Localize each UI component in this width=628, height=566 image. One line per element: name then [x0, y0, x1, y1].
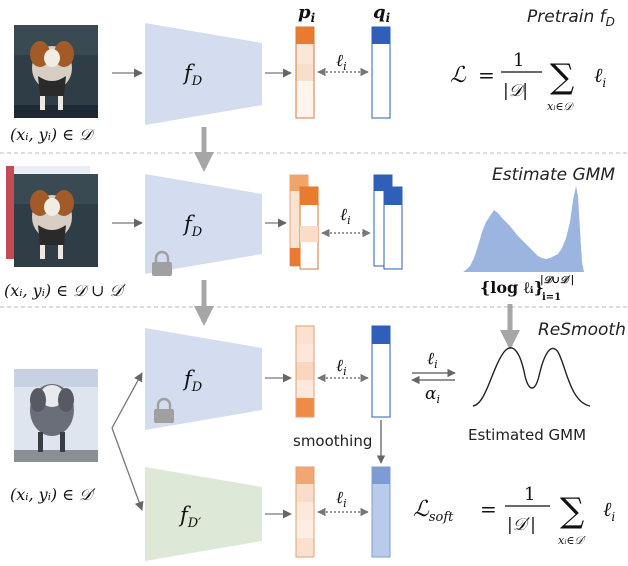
formula-soft-loss: ℒsoft = 1 |𝒟′| ∑ xᵢ∈𝒟′ ℓi — [413, 484, 615, 547]
encoder-label: fD — [182, 61, 203, 89]
encoder-label: fD′ — [178, 503, 201, 531]
dog-photo-stack — [6, 166, 98, 267]
dog-photo — [14, 25, 98, 118]
svg-text:ℒsoft: ℒsoft — [413, 497, 454, 525]
q-vector-resmooth — [371, 325, 391, 418]
dog-cat-photo — [14, 369, 98, 462]
svg-text:=: = — [480, 497, 497, 521]
loss-label: ℓi — [336, 488, 347, 510]
encoder-fd-frozen — [145, 328, 262, 430]
smoothing-label: smoothing — [293, 432, 372, 450]
svg-text:=: = — [478, 63, 495, 87]
svg-text:ℒ: ℒ — [450, 63, 467, 88]
encoder-label: fD — [182, 212, 203, 240]
lock-icon — [154, 397, 174, 423]
histogram-sub: i=1 — [542, 292, 561, 303]
loss-histogram — [463, 186, 584, 272]
histogram-label: {log ℓᵢ} — [480, 278, 544, 297]
arrow-input-to-fd — [111, 372, 143, 429]
svg-text:ℓi: ℓi — [603, 497, 615, 524]
svg-text:xᵢ∈𝒟: xᵢ∈𝒟 — [547, 100, 575, 113]
encoder-fd — [145, 23, 262, 125]
p-vector-student — [295, 466, 315, 558]
svg-text:xᵢ∈𝒟′: xᵢ∈𝒟′ — [558, 534, 586, 547]
stage-title-estimate: Estimate GMM — [492, 165, 615, 185]
exchange-loss-label: ℓi — [427, 349, 438, 371]
q-label: qi — [373, 2, 391, 25]
p-vector-stack — [289, 174, 319, 270]
svg-text:ℓi: ℓi — [594, 63, 606, 90]
arrow-input-to-fdprime — [111, 427, 144, 511]
caption-row3: (xᵢ, yᵢ) ∈ 𝒟′ — [10, 485, 96, 504]
svg-text:|𝒟|: |𝒟| — [503, 81, 528, 101]
loss-label: ℓi — [336, 356, 347, 378]
exchange-alpha-label: αi — [425, 384, 440, 406]
formula-pretrain-loss: ℒ = 1 |𝒟| ∑ xᵢ∈𝒟 ℓi — [450, 50, 606, 113]
stage-title-resmooth: ReSmooth — [538, 320, 626, 340]
stage-title-pretrain: Pretrain fD — [527, 7, 615, 29]
loss-label: ℓi — [336, 51, 347, 73]
gmm-label: Estimated GMM — [468, 426, 586, 444]
svg-text:|𝒟′|: |𝒟′| — [507, 515, 536, 535]
lock-icon — [152, 250, 172, 276]
encoder-label: fD — [182, 367, 203, 395]
q-vector-smoothed — [371, 466, 391, 558]
loss-label: ℓi — [340, 205, 351, 227]
svg-text:∑: ∑ — [560, 491, 584, 531]
encoder-fd-frozen — [145, 174, 262, 274]
encoder-fd-prime — [145, 467, 262, 561]
q-vector — [371, 26, 391, 119]
caption-row1: (xᵢ, yᵢ) ∈ 𝒟 — [10, 125, 95, 144]
svg-text:∑: ∑ — [550, 57, 574, 97]
histogram-sup: |𝒟∪𝒟′| — [540, 275, 574, 286]
caption-row2: (xᵢ, yᵢ) ∈ 𝒟 ∪ 𝒟′ — [4, 281, 126, 300]
p-label: pi — [298, 2, 316, 25]
p-vector-resmooth — [295, 325, 315, 418]
gmm-curve — [472, 347, 591, 407]
svg-text:1: 1 — [524, 484, 535, 505]
svg-text:1: 1 — [513, 50, 524, 71]
p-vector — [295, 26, 315, 119]
q-vector-stack — [373, 174, 403, 270]
